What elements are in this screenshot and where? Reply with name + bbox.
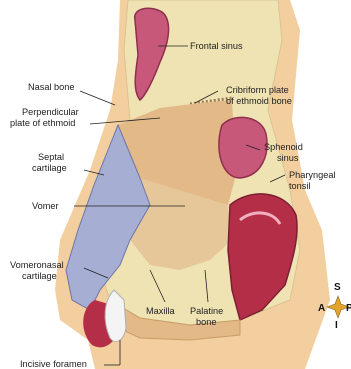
label-nasal-bone: Nasal bone	[28, 82, 74, 92]
compass-posterior: P	[346, 303, 351, 314]
leader-nasal-bone	[80, 91, 115, 105]
label-perpendicular-1: Perpendicular	[22, 107, 79, 117]
label-vomeronasal-2: cartilage	[22, 271, 57, 281]
label-pharyngeal-1: Pharyngeal	[289, 170, 335, 180]
compass-inferior: I	[335, 320, 338, 331]
label-sphenoid-1: Sphenoid	[264, 142, 303, 152]
label-sphenoid-2: sinus	[277, 153, 299, 163]
label-septal-1: Septal	[38, 152, 64, 162]
label-vomer: Vomer	[32, 201, 59, 211]
label-incisive-foramen: Incisive foramen	[20, 359, 87, 369]
label-cribriform-2: of ethmoid bone	[226, 96, 292, 106]
label-cribriform-1: Cribriform plate	[226, 85, 289, 95]
label-perpendicular-2: plate of ethmoid	[10, 118, 75, 128]
label-palatine-2: bone	[196, 317, 216, 327]
compass-anterior: A	[318, 303, 325, 314]
compass-superior: S	[334, 282, 341, 293]
label-maxilla: Maxilla	[146, 306, 175, 316]
label-pharyngeal-2: tonsil	[289, 181, 310, 191]
label-vomeronasal-1: Vomeronasal	[10, 260, 64, 270]
label-septal-2: cartilage	[32, 163, 67, 173]
label-palatine-1: Palatine	[190, 306, 223, 316]
label-frontal-sinus: Frontal sinus	[190, 41, 243, 51]
